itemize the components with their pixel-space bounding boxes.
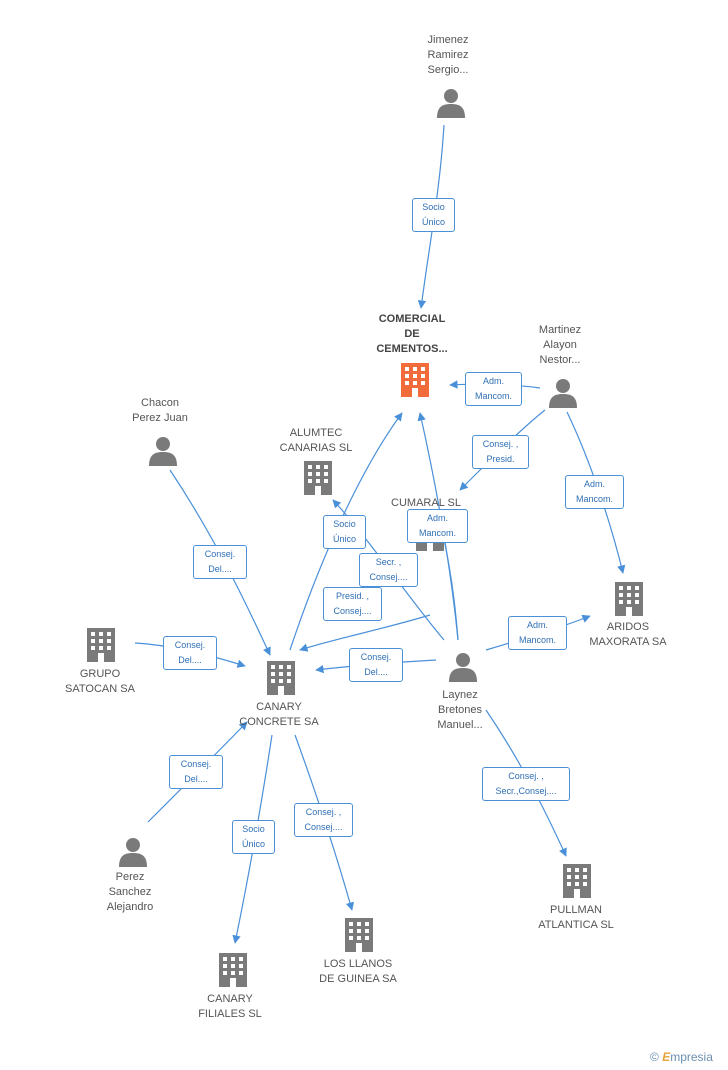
company-icon bbox=[563, 864, 591, 898]
brand-name: mpresia bbox=[670, 1050, 713, 1064]
node-label-perez[interactable]: Perez Sanchez Alejandro bbox=[106, 871, 154, 913]
person-icon bbox=[437, 89, 465, 118]
edge-label[interactable]: Socio Único bbox=[412, 198, 455, 232]
node-label-martinez[interactable]: Martinez Alayon Nestor... bbox=[538, 324, 582, 366]
edge-label[interactable]: Presid. , Consej.... bbox=[323, 587, 382, 621]
company-icon bbox=[304, 461, 332, 495]
person-icon bbox=[549, 379, 577, 408]
edge-label[interactable]: Adm. Mancom. bbox=[508, 616, 567, 650]
edge-label[interactable]: Adm. Mancom. bbox=[565, 475, 624, 509]
node-label-pullman[interactable]: PULLMAN ATLANTICA SL bbox=[538, 904, 614, 931]
node-label-aridos[interactable]: ARIDOS MAXORATA SA bbox=[589, 621, 667, 648]
node-label-comercial[interactable]: COMERCIAL DE CEMENTOS... bbox=[376, 313, 448, 355]
node-label-cumaral[interactable]: CUMARAL SL bbox=[391, 497, 461, 509]
edge-label[interactable]: Adm. Mancom. bbox=[407, 509, 468, 543]
node-label-laynez[interactable]: Laynez Bretones Manuel... bbox=[437, 689, 483, 731]
edge-label[interactable]: Socio Único bbox=[323, 515, 366, 549]
edge-lines bbox=[134, 124, 626, 944]
edge-label[interactable]: Adm. Mancom. bbox=[465, 372, 522, 406]
company-icon bbox=[87, 628, 115, 662]
edge-label[interactable]: Consej. , Secr.,Consej.... bbox=[482, 767, 570, 801]
person-icon bbox=[119, 838, 147, 867]
brand-initial: E bbox=[662, 1050, 671, 1064]
node-label-grupo[interactable]: GRUPO SATOCAN SA bbox=[65, 668, 135, 695]
node-label-chacon[interactable]: Chacon Perez Juan bbox=[132, 397, 188, 424]
edge-label[interactable]: Consej. Del.... bbox=[193, 545, 247, 579]
person-icon bbox=[449, 653, 477, 682]
company-icon bbox=[267, 661, 295, 695]
person-icon bbox=[149, 437, 177, 466]
node-label-canary-concrete[interactable]: CANARY CONCRETE SA bbox=[239, 701, 319, 728]
edge-label[interactable]: Consej. Del.... bbox=[163, 636, 217, 670]
node-label-canary-filiales[interactable]: CANARY FILIALES SL bbox=[198, 993, 262, 1020]
node-label-llanos[interactable]: LOS LLANOS DE GUINEA SA bbox=[319, 958, 397, 985]
company-icon bbox=[345, 918, 373, 952]
edge-label[interactable]: Consej. , Presid. bbox=[472, 435, 529, 469]
edge-label[interactable]: Secr. , Consej.... bbox=[359, 553, 418, 587]
company-icon-highlighted bbox=[401, 363, 429, 397]
copyright-icon: © bbox=[650, 1050, 659, 1064]
edge-label[interactable]: Consej. Del.... bbox=[169, 755, 223, 789]
node-label-jimenez[interactable]: Jimenez Ramirez Sergio... bbox=[427, 34, 469, 76]
company-icon bbox=[219, 953, 247, 987]
edge-label[interactable]: Consej. Del.... bbox=[349, 648, 403, 682]
company-icon bbox=[615, 582, 643, 616]
edge-laynez-canary-presid bbox=[299, 614, 431, 652]
node-label-alumtec[interactable]: ALUMTEC CANARIAS SL bbox=[279, 427, 353, 454]
edge-label[interactable]: Socio Único bbox=[232, 820, 275, 854]
edge-label[interactable]: Consej. , Consej.... bbox=[294, 803, 353, 837]
brand-logo: © Empresia bbox=[650, 1050, 713, 1064]
